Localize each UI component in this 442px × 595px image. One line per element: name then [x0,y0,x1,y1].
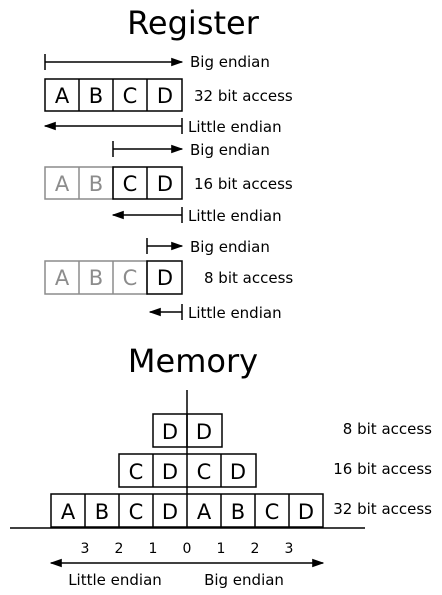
cell-d: D [162,500,178,524]
memory-row-32: A B C D A B C D 32 bit access [50,493,432,528]
cell-a: A [55,266,70,290]
access-label-32: 32 bit access [194,87,293,105]
register-row-32: Big endian A B C D 32 bit access Little … [43,53,293,136]
cell-d: D [230,460,246,484]
cell-c: C [197,460,212,484]
register-row-16: Big endian A B C D 16 bit access Little … [44,141,293,225]
byte-index: 1 [217,541,226,557]
cell-b: B [231,500,245,524]
memory-row-16: C D C D 16 bit access [118,453,432,488]
cell-d: D [162,460,178,484]
byte-index: 1 [149,541,158,557]
cell-d: D [157,172,173,196]
memory-index-row: 3 2 1 0 1 2 3 [81,541,294,557]
cell-d: D [298,500,314,524]
cell-a: A [55,84,70,108]
cell-b: B [89,84,103,108]
byte-index: 0 [183,541,192,557]
cell-b: B [95,500,109,524]
byte-index: 3 [81,541,90,557]
cell-c: C [123,84,138,108]
little-endian-label: Little endian [188,118,282,136]
cell-c: C [123,172,138,196]
cell-c: C [123,266,138,290]
register-row-8: Big endian A B C D 8 bit access Little e… [44,238,293,322]
cell-c: C [129,500,144,524]
memory-title: Memory [128,342,258,380]
cell-b: B [89,266,103,290]
big-endian-label: Big endian [190,238,270,256]
cell-b: B [89,172,103,196]
byte-index: 3 [285,541,294,557]
register-title: Register [127,4,260,42]
big-endian-label: Big endian [190,141,270,159]
access-label-8: 8 bit access [204,269,293,287]
memory-big-endian-label: Big endian [204,571,284,589]
big-endian-label: Big endian [190,53,270,71]
cell-d: D [157,84,173,108]
cell-a: A [197,500,212,524]
access-label-8: 8 bit access [343,420,432,438]
byte-index: 2 [115,541,124,557]
cell-a: A [55,172,70,196]
access-label-16: 16 bit access [333,460,432,478]
cell-c: C [129,460,144,484]
byte-index: 2 [251,541,260,557]
cell-d: D [196,420,212,444]
memory-row-8: D D 8 bit access [152,413,432,448]
memory-little-endian-label: Little endian [68,571,162,589]
access-label-16: 16 bit access [194,175,293,193]
cell-c: C [265,500,280,524]
little-endian-label: Little endian [188,207,282,225]
access-label-32: 32 bit access [333,500,432,518]
register-8-active-box [146,260,183,295]
cell-d: D [162,420,178,444]
cell-a: A [61,500,76,524]
little-endian-label: Little endian [188,304,282,322]
cell-d: D [157,266,173,290]
